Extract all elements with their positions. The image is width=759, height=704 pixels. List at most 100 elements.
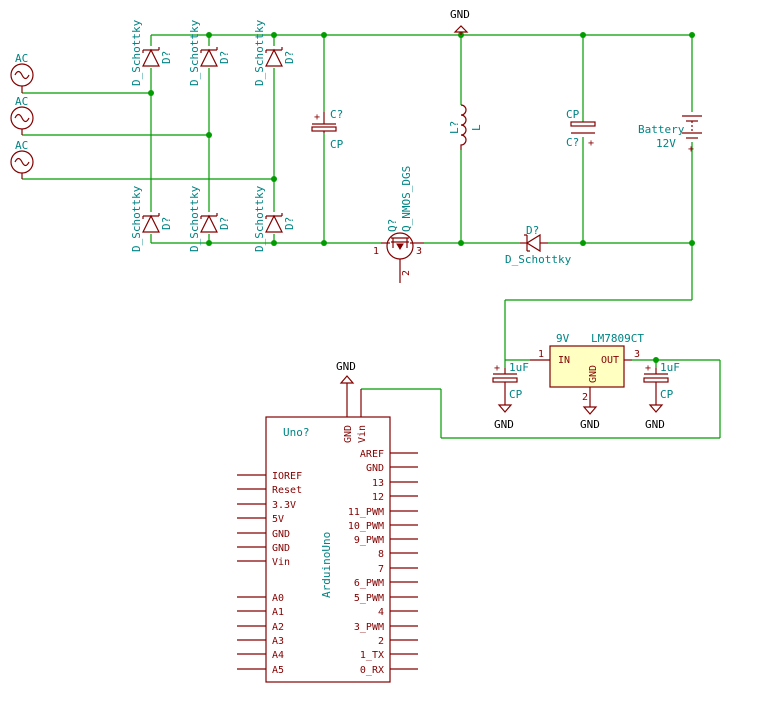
uno-right-pin-label: GND: [366, 463, 384, 474]
junctions: [148, 32, 695, 363]
diode-ref: D?: [283, 51, 296, 64]
bridge-diode-top-3[interactable]: D_Schottky D?: [253, 19, 296, 86]
svg-text:+: +: [645, 363, 651, 374]
svg-text:GND: GND: [645, 418, 665, 431]
uno-right-pin-label: 4: [378, 607, 384, 618]
voltage-regulator[interactable]: IN OUT GND 1 3 2 9V LM7809CT: [530, 332, 644, 407]
mosfet-pin-2: 2: [401, 270, 412, 276]
svg-text:+: +: [494, 363, 500, 374]
reg-capacitor-output[interactable]: + 1uF CP: [643, 361, 680, 405]
bridge-diode-bottom-3[interactable]: D_Schottky D?: [253, 185, 296, 252]
reg-cap-in-type: CP: [509, 388, 523, 401]
diode-value: D_Schottky: [253, 19, 266, 86]
ac-source-label: AC: [15, 52, 28, 65]
uno-right-pin-label: 13: [372, 478, 384, 489]
gnd-symbol-reg: GND: [580, 406, 600, 431]
uno-right-pin-label: 7: [378, 564, 384, 575]
uno-name: ArduinoUno: [320, 532, 333, 598]
uno-left-pin-label: Reset: [272, 485, 302, 496]
ac-source-label: AC: [15, 95, 28, 108]
cap-out-ref: C?: [566, 136, 579, 149]
uno-left-pin-label: Vin: [272, 557, 290, 568]
reg-pin-3: 3: [634, 349, 640, 360]
svg-text:+: +: [688, 144, 694, 155]
uno-right-pin-label: 11_PWM: [348, 507, 384, 518]
battery[interactable]: + Battery 12V: [638, 115, 702, 155]
bridge-diode-top-2[interactable]: D_Schottky D?: [188, 19, 231, 86]
gnd-symbol-reg-in: GND: [494, 404, 514, 431]
diode-ref: D?: [218, 51, 231, 64]
inductor-value: L: [470, 124, 483, 131]
reg-out-label: OUT: [601, 355, 619, 366]
uno-top-pin-gnd: GND: [343, 425, 354, 443]
ac-source-2[interactable]: AC: [10, 95, 34, 135]
reg-cap-out-type: CP: [660, 388, 674, 401]
inductor-ref: L?: [448, 121, 461, 134]
uno-left-pin-label: A3: [272, 636, 284, 647]
ac-source-label: AC: [15, 139, 28, 152]
uno-left-pin-label: A2: [272, 622, 284, 633]
uno-right-pin-label: 5_PWM: [354, 593, 384, 604]
uno-right-pin-label: 6_PWM: [354, 578, 384, 589]
uno-right-pin-label: 3_PWM: [354, 622, 384, 633]
uno-right-pin-label: AREF: [360, 449, 384, 460]
uno-left-pin-label: A4: [272, 650, 284, 661]
reg-pin-2: 2: [582, 392, 588, 403]
diode-ref: D?: [283, 217, 296, 230]
diode-out-value: D_Schottky: [505, 253, 572, 266]
inductor[interactable]: L? L: [448, 104, 483, 150]
diode-output[interactable]: D? D_Schottky: [505, 224, 572, 266]
diode-value: D_Schottky: [130, 185, 143, 252]
uno-right-pin-label: 12: [372, 492, 384, 503]
bridge-diode-bottom-2[interactable]: D_Schottky D?: [188, 185, 231, 252]
gnd-label: GND: [336, 360, 356, 373]
uno-right-pin-label: 9_PWM: [354, 535, 384, 546]
diode-value: D_Schottky: [253, 185, 266, 252]
reg-gnd-label: GND: [588, 365, 599, 383]
uno-left-pin-label: A5: [272, 665, 284, 676]
mosfet[interactable]: 1 3 2 Q? Q_NMOS_DGS: [373, 166, 424, 283]
mosfet-value: Q_NMOS_DGS: [400, 166, 413, 232]
uno-right-pin-label: 1_TX: [360, 650, 384, 661]
bridge-diode-bottom-1[interactable]: D_Schottky D?: [130, 185, 173, 252]
diode-ref: D?: [160, 51, 173, 64]
uno-right-pins: AREFGND131211_PWM10_PWM9_PWM876_PWM5_PWM…: [348, 449, 418, 676]
uno-left-pin-label: A0: [272, 593, 284, 604]
reg-part: LM7809CT: [591, 332, 644, 345]
reg-cap-in-value: 1uF: [509, 361, 529, 374]
uno-right-pin-label: 2: [378, 636, 384, 647]
reg-capacitor-input[interactable]: + 1uF CP: [492, 361, 529, 405]
uno-left-pin-label: A1: [272, 607, 284, 618]
svg-text:GND: GND: [494, 418, 514, 431]
battery-voltage: 12V: [656, 137, 676, 150]
diode-value: D_Schottky: [188, 185, 201, 252]
uno-left-pin-label: 5V: [272, 514, 284, 525]
reg-in-label: IN: [558, 355, 570, 366]
arduino-uno[interactable]: GND GND Vin Uno? ArduinoUno IOREFReset3.…: [237, 360, 418, 683]
capacitor-output[interactable]: + CP C?: [566, 108, 596, 149]
ac-source-1[interactable]: AC: [10, 52, 34, 93]
reg-cap-out-value: 1uF: [660, 361, 680, 374]
bridge-diode-top-1[interactable]: D_Schottky D?: [130, 19, 173, 86]
uno-left-pin-label: 3.3V: [272, 500, 296, 511]
diode-ref: D?: [160, 217, 173, 230]
capacitor-input[interactable]: + C? CP: [311, 108, 344, 151]
uno-left-pin-label: GND: [272, 529, 290, 540]
uno-right-pin-label: 0_RX: [360, 665, 384, 676]
reg-voltage: 9V: [556, 332, 570, 345]
ac-source-3[interactable]: AC: [10, 139, 34, 179]
cap-ref: C?: [330, 108, 343, 121]
uno-top-pin-vin: Vin: [357, 425, 368, 443]
gnd-symbol-top: GND: [450, 8, 470, 35]
svg-text:+: +: [588, 138, 594, 149]
gnd-symbol-reg-out: GND: [645, 404, 665, 431]
uno-right-pin-label: 10_PWM: [348, 521, 384, 532]
mosfet-pin-1: 1: [373, 246, 379, 257]
gnd-label: GND: [450, 8, 470, 21]
uno-left-pin-label: GND: [272, 543, 290, 554]
cap-out-value: CP: [566, 108, 580, 121]
cap-value: CP: [330, 138, 344, 151]
svg-text:GND: GND: [580, 418, 600, 431]
